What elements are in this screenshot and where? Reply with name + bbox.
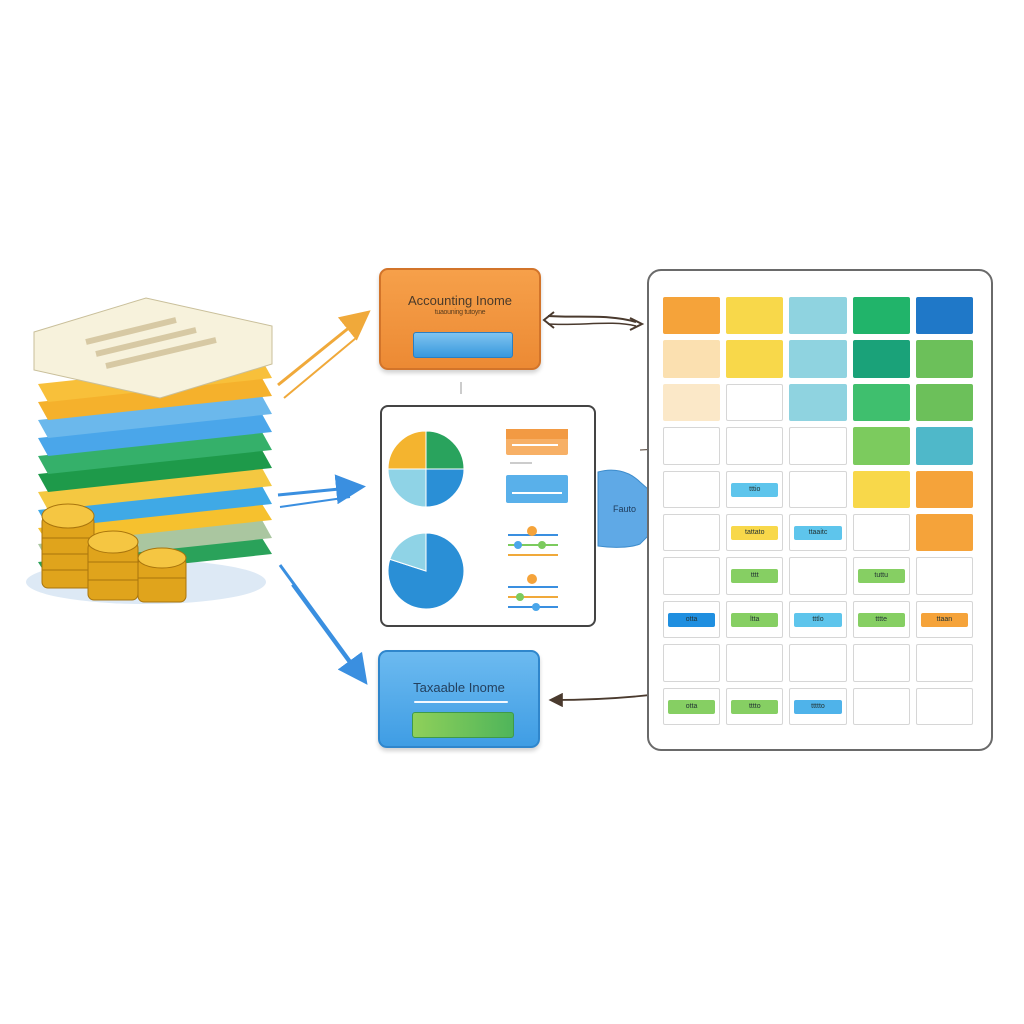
- cell-chip: otta: [668, 699, 716, 714]
- slider-widget-1: [508, 526, 558, 556]
- cell-r4-c3[interactable]: [789, 427, 847, 465]
- cell-r2-c2[interactable]: [726, 340, 784, 378]
- cell-r9-c3[interactable]: [789, 644, 847, 682]
- cell-r3-c1[interactable]: [663, 383, 721, 422]
- cell-r8-c3[interactable]: tttlo: [789, 600, 847, 639]
- cell-chip: tttlo: [794, 612, 842, 627]
- cell-r4-c2[interactable]: [726, 427, 784, 465]
- accounting-income-subtitle: tuaouning tutoyne: [434, 309, 486, 316]
- cell-r5-c5[interactable]: [915, 470, 973, 508]
- cell-r8-c2[interactable]: ltta: [726, 600, 784, 639]
- cell-r2-c4[interactable]: [852, 340, 910, 378]
- cell-chip: tttte: [857, 612, 905, 627]
- cell-r9-c5[interactable]: [915, 644, 973, 682]
- cell-chip: tttt: [731, 569, 779, 584]
- pie-1-slice-1: [425, 430, 465, 470]
- cell-chip: otta: [668, 612, 716, 627]
- link-accounting-spreadsheet: [542, 311, 645, 331]
- cell-r7-c4[interactable]: tuttu: [852, 557, 910, 595]
- cell-r7-c3[interactable]: [789, 557, 847, 595]
- cell-r9-c1[interactable]: [663, 644, 721, 682]
- taxable-income-bar: [412, 712, 514, 738]
- cell-r2-c1[interactable]: [663, 340, 721, 378]
- cell-r9-c2[interactable]: [726, 644, 784, 682]
- pie-1-slice-2: [425, 468, 465, 508]
- cell-r2-c3[interactable]: [789, 340, 847, 378]
- spreadsheet-grid[interactable]: tttio tattato ttaaitc tttt tuttu otta ltta tttl…: [647, 269, 993, 751]
- cell-r4-c4[interactable]: [852, 427, 910, 465]
- accounting-income-box[interactable]: Accounting Inome tuaouning tutoyne: [379, 268, 541, 370]
- cell-chip: ttaaitc: [794, 526, 842, 540]
- cell-r3-c3[interactable]: [789, 383, 847, 422]
- cell-r8-c5[interactable]: ttaan: [915, 600, 973, 639]
- accounting-income-bar: [413, 332, 513, 358]
- cell-r10-c4[interactable]: [852, 687, 910, 725]
- cell-r1-c5[interactable]: [915, 297, 973, 335]
- cell-chip: tttto: [731, 699, 779, 714]
- slider-widget-2: [508, 574, 558, 611]
- cell-r7-c5[interactable]: [915, 557, 973, 595]
- cell-r7-c2[interactable]: tttt: [726, 557, 784, 595]
- cell-r4-c5[interactable]: [915, 427, 973, 465]
- accounting-income-title: Accounting Inome: [407, 293, 513, 308]
- cell-r5-c1[interactable]: [663, 470, 721, 508]
- cell-r3-c2[interactable]: [726, 383, 784, 422]
- cell-chip: ttaan: [920, 612, 968, 627]
- cell-chip: ttttto: [794, 699, 842, 714]
- cell-r6-c3[interactable]: ttaaitc: [789, 514, 847, 552]
- cell-r1-c3[interactable]: [789, 297, 847, 335]
- cell-chip: tattato: [731, 526, 779, 540]
- pie-1-slice-4: [387, 430, 427, 470]
- taxable-income-title: Taxaable Inome: [413, 680, 505, 695]
- pie-1-slice-3: [387, 468, 427, 508]
- cell-r6-c5[interactable]: [915, 514, 973, 552]
- arrow-to-charts: [277, 474, 366, 508]
- cell-r6-c1[interactable]: [663, 514, 721, 552]
- cell-r8-c4[interactable]: tttte: [852, 600, 910, 639]
- cell-r8-c1[interactable]: otta: [663, 600, 721, 639]
- cell-r10-c3[interactable]: ttttto: [789, 687, 847, 725]
- bar-widget-1: [506, 429, 568, 503]
- taxable-income-rule: [414, 701, 508, 703]
- cell-r6-c2[interactable]: tattato: [726, 514, 784, 552]
- cell-chip: tttio: [731, 482, 779, 497]
- cell-r4-c1[interactable]: [663, 427, 721, 465]
- cell-r2-c5[interactable]: [915, 340, 973, 378]
- cell-r1-c1[interactable]: [663, 297, 721, 335]
- cell-r1-c4[interactable]: [852, 297, 910, 335]
- charts-panel[interactable]: [380, 405, 596, 627]
- spreadsheet-cells: tttio tattato ttaaitc tttt tuttu otta ltta tttl…: [663, 297, 973, 725]
- cell-r10-c5[interactable]: [915, 687, 973, 725]
- pie-chart-2: [387, 532, 465, 610]
- pie-2-slice-2: [389, 532, 427, 572]
- cell-r5-c2[interactable]: tttio: [726, 470, 784, 508]
- pie-chart-1: [387, 430, 465, 508]
- ledger-stack-icon: [26, 297, 273, 604]
- cell-r10-c2[interactable]: tttto: [726, 687, 784, 725]
- gold-coins: [41, 503, 187, 603]
- cell-r5-c3[interactable]: [789, 470, 847, 508]
- arrow-to-accounting: [277, 310, 371, 399]
- cell-r5-c4[interactable]: [852, 470, 910, 508]
- cell-chip: ltta: [731, 612, 779, 627]
- cell-r7-c1[interactable]: [663, 557, 721, 595]
- charts-svg: [387, 429, 568, 611]
- cell-r1-c2[interactable]: [726, 297, 784, 335]
- arrow-to-taxable: [278, 564, 368, 685]
- cell-r10-c1[interactable]: otta: [663, 687, 721, 725]
- taxable-income-box[interactable]: Taxaable Inome: [378, 650, 540, 748]
- cell-r9-c4[interactable]: [852, 644, 910, 682]
- connector-label: Fauto: [613, 504, 636, 514]
- cell-r3-c4[interactable]: [852, 383, 910, 422]
- cell-r6-c4[interactable]: [852, 514, 910, 552]
- cell-chip: tuttu: [857, 569, 905, 584]
- cell-r3-c5[interactable]: [915, 383, 973, 422]
